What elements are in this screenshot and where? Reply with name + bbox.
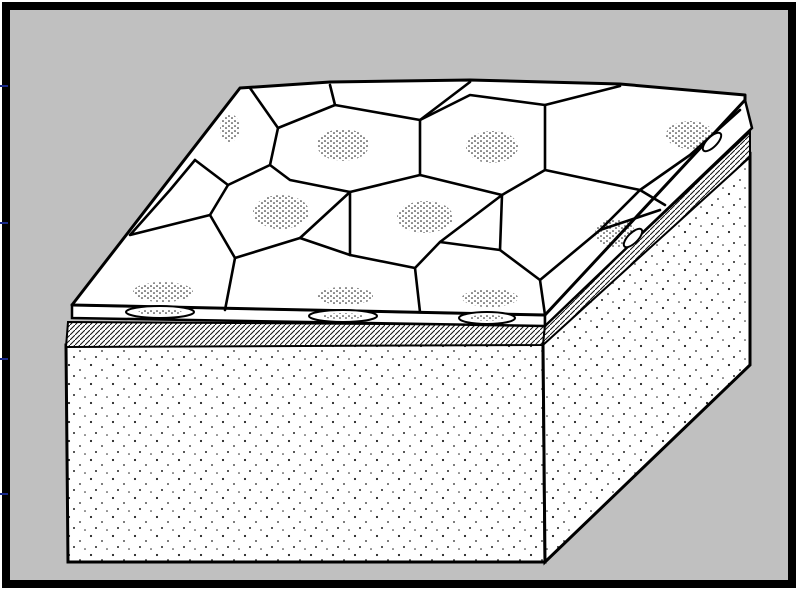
guide-line xyxy=(0,493,8,495)
nucleus xyxy=(462,289,518,307)
nucleus xyxy=(220,114,240,142)
nucleus xyxy=(317,287,373,305)
guide-line xyxy=(0,222,8,224)
nucleus xyxy=(253,195,309,229)
nucleus xyxy=(397,201,453,233)
guide-line xyxy=(0,85,8,87)
nucleus xyxy=(466,131,518,163)
connective-tissue-front-face xyxy=(66,343,545,562)
nucleus xyxy=(317,129,369,161)
nucleus xyxy=(133,282,193,302)
guide-line xyxy=(0,358,8,360)
